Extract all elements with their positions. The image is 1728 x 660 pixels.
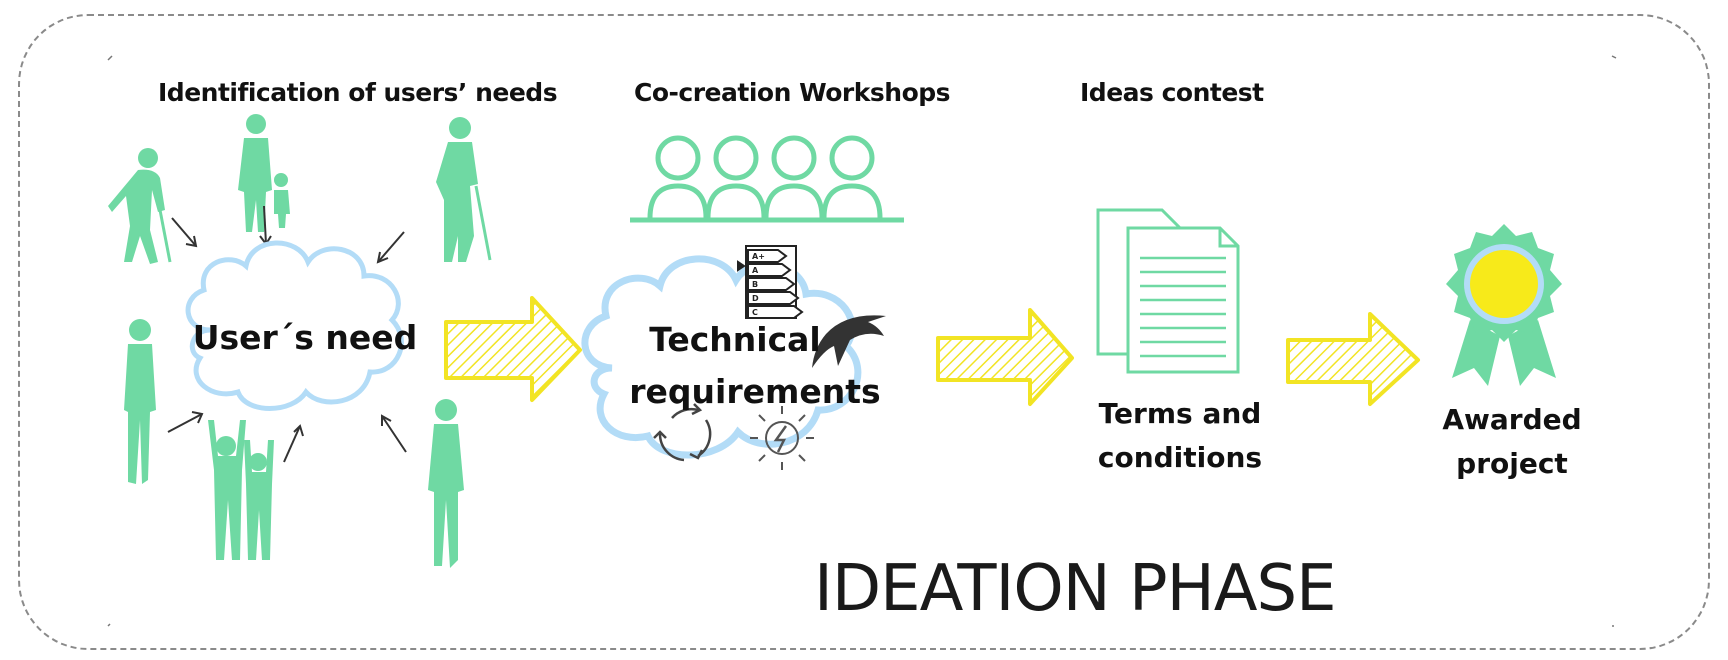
heading-ideas-contest: Ideas contest [1080,78,1264,107]
documents-icon [1096,208,1240,374]
man-walking-icon [428,399,464,568]
phase-title: IDEATION PHASE [814,552,1337,626]
cloud-icon [185,240,404,411]
award-line1: Awarded [1442,403,1582,436]
recycle-icon [653,403,712,462]
technical-label-line2: requirements [629,372,881,411]
elderly-person-icon [108,148,172,264]
terms-line2: conditions [1097,441,1263,474]
workshop-people-icon [630,135,904,223]
users-need-label: User´s need [192,318,418,357]
technical-label-line1: Technical [649,320,821,359]
energy-row-1: A [752,266,759,275]
energy-row-0: A+ [752,252,765,261]
energy-row-3: D [752,294,759,303]
arrow-icon [444,296,582,402]
woman-standing-icon [124,319,156,484]
energy-row-4: C [752,308,758,317]
heading-workshops: Co-creation Workshops [634,78,951,107]
energy-row-2: B [752,280,758,289]
elderly-woman-icon [436,117,492,262]
arrow-icon [1286,312,1420,406]
people-silhouette-icon [108,114,492,568]
pointer-arrows [167,205,407,463]
phase-frame [18,14,1710,650]
energy-bulb-icon [750,406,814,470]
energy-label-icon [737,245,804,319]
arrow-icon [936,308,1074,406]
energy-label-rows: A+ A B D C [752,252,765,317]
swallow-bird-icon [812,315,886,368]
terms-conditions-label: Terms and conditions [1080,392,1280,480]
award-line2: project [1456,447,1568,480]
terms-line1: Terms and [1098,397,1262,430]
children-cheering-icon [208,420,274,560]
award-medal-icon [1446,224,1562,386]
awarded-project-label: Awarded project [1412,398,1612,486]
heading-users-needs: Identification of users’ needs [158,78,558,107]
